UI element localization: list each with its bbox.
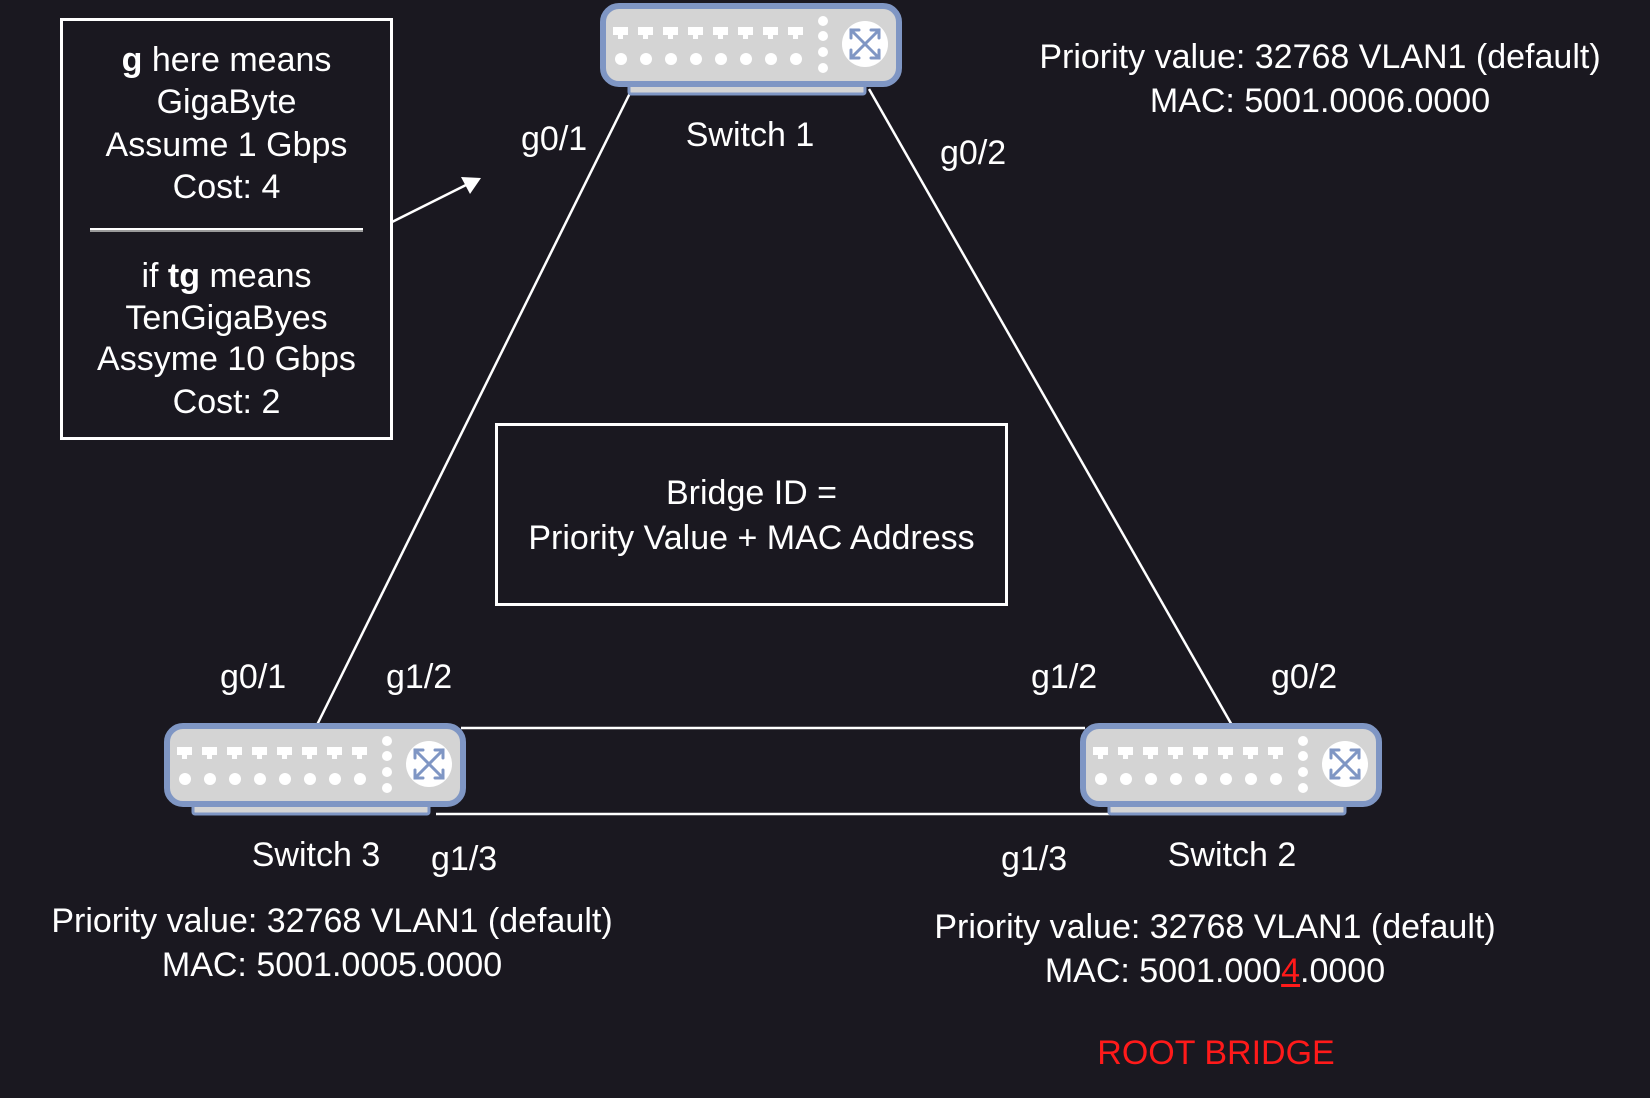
switch2-port-g13: g1/3 [1001,840,1068,878]
note-g-line4: Cost: 4 [172,168,281,206]
note-g-line1: g here means [121,41,332,79]
link-s1-s2 [867,88,1235,728]
switch2-priority: Priority value: 32768 VLAN1 (default) [934,908,1496,946]
switch-icon [603,6,899,94]
note-tg-line4: Cost: 2 [172,383,281,421]
bridge-id-line1: Bridge ID = [665,474,838,512]
root-bridge-label: ROOT BRIDGE [1097,1034,1335,1072]
switch3-name: Switch 3 [251,836,381,874]
note-tg-line3: Assyme 10 Gbps [97,340,356,378]
switch1-name: Switch 1 [685,116,815,154]
note-g-line2: GigaByte [156,83,297,121]
switch1-priority: Priority value: 32768 VLAN1 (default) [1039,38,1601,76]
switch-icon [167,726,463,814]
cost-note-box: g here means GigaByte Assume 1 Gbps Cost… [60,18,393,440]
note-divider [90,228,363,232]
switch1-mac: MAC: 5001.0006.0000 [1149,82,1491,120]
arrow-icon [391,177,481,224]
switch1-port-g01: g0/1 [521,120,588,158]
note-tg-line2: TenGigaByes [125,299,328,337]
switch3-port-g12: g1/2 [386,658,453,696]
link-s1-s3 [314,88,634,728]
bridge-id-line2: Priority Value + MAC Address [528,519,975,557]
switch3-priority: Priority value: 32768 VLAN1 (default) [51,902,613,940]
switch3-port-g01: g0/1 [220,658,287,696]
switch3-mac: MAC: 5001.0005.0000 [161,946,503,984]
switch-icon [1083,726,1379,814]
switch1-port-g02: g0/2 [940,134,1007,172]
switch2-name: Switch 2 [1167,836,1297,874]
switch2-mac: MAC: 5001.0004.0000 [1044,952,1386,990]
note-g-line3: Assume 1 Gbps [105,126,348,164]
link-lines [314,88,1235,816]
mac-highlight: 4 [1281,952,1301,990]
switch2-port-g12: g1/2 [1031,658,1098,696]
switch3-port-g13: g1/3 [431,840,498,878]
note-tg-line1: if tg means [141,257,312,295]
bridge-id-box: Bridge ID = Priority Value + MAC Address [495,423,1008,606]
switch2-port-g02: g0/2 [1271,658,1338,696]
